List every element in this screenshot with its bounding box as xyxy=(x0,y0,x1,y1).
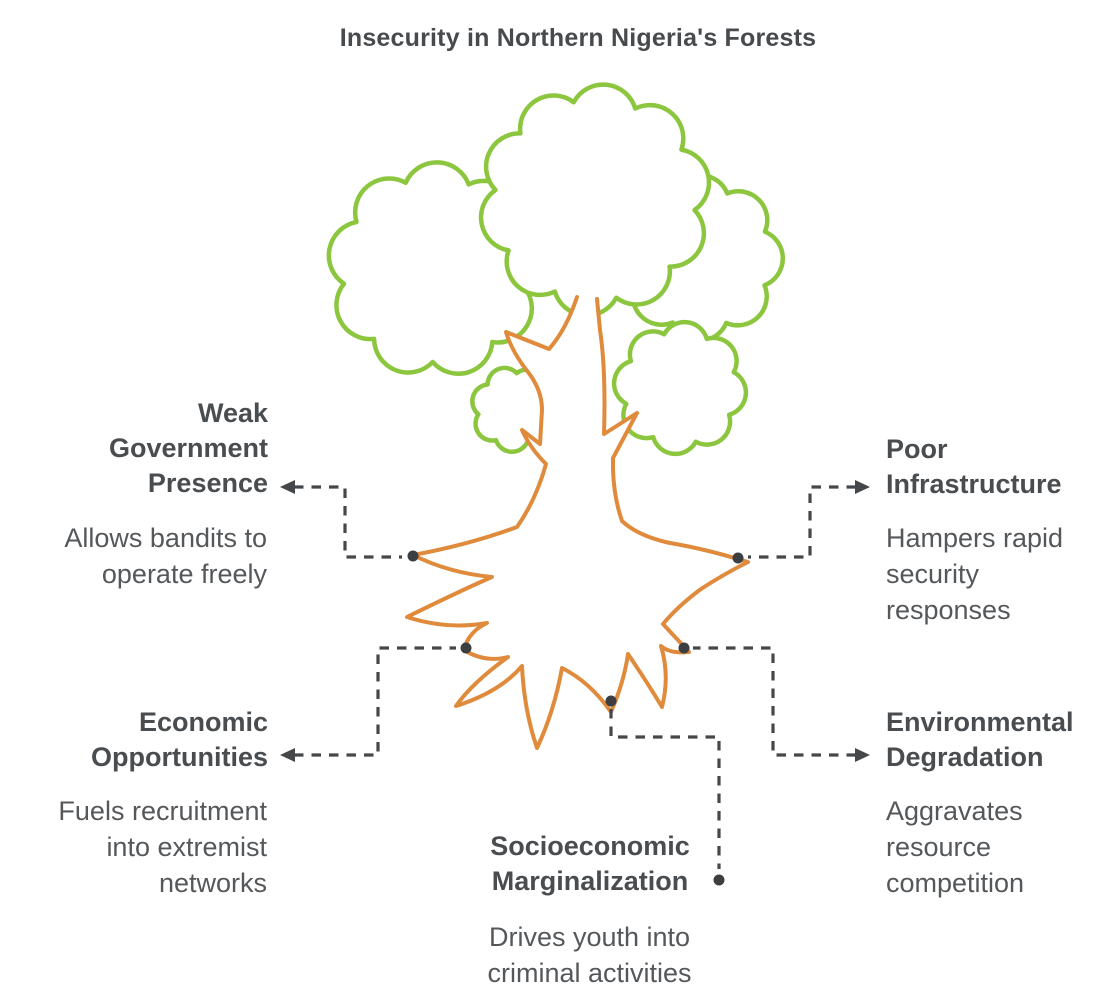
factor-description-weak-government: Allows bandits to operate freely xyxy=(64,523,267,589)
dot-poor-infrastructure xyxy=(732,552,744,564)
connector-dots xyxy=(407,550,744,886)
dot-weak-government xyxy=(407,550,419,562)
factor-description-environmental-degradation: Aggravates resource competition xyxy=(886,796,1025,898)
tree-canopy xyxy=(326,82,786,457)
factor-description-economic-opportunities: Fuels recruitment into extremist network… xyxy=(58,796,267,898)
connector-arrows xyxy=(280,480,870,762)
arrow-weak-government xyxy=(280,480,295,494)
factor-heading-socioeconomic-marginalization: Socioeconomic Marginalization xyxy=(490,831,690,896)
canopy-cloud-top xyxy=(478,82,712,318)
factor-description-poor-infrastructure: Hampers rapid security responses xyxy=(886,523,1064,625)
dot-socioeconomic-label xyxy=(713,874,725,886)
connector-socioeconomic-marginalization xyxy=(609,709,721,869)
connector-economic-opportunities xyxy=(294,646,456,757)
connector-poor-infrastructure xyxy=(748,485,856,559)
dot-environmental-degradation xyxy=(678,642,690,654)
arrow-poor-infrastructure xyxy=(855,480,870,494)
tree-trunk-roots xyxy=(405,295,750,750)
arrow-economic-opportunities xyxy=(280,748,295,762)
factor-heading-environmental-degradation: Environmental Degradation xyxy=(886,707,1074,772)
arrow-environmental-degradation xyxy=(855,748,870,762)
factor-heading-weak-government: Weak Government Presence xyxy=(108,398,268,498)
connector-environmental-degradation xyxy=(693,646,856,757)
factor-description-socioeconomic-marginalization: Drives youth into criminal activities xyxy=(487,922,692,988)
dot-socioeconomic-root xyxy=(605,695,617,707)
connector-weak-government-presence xyxy=(294,485,402,559)
dot-economic-opportunities xyxy=(460,642,472,654)
canopy-cloud-right-lower xyxy=(611,319,749,457)
factor-heading-poor-infrastructure: Poor Infrastructure xyxy=(886,434,1062,499)
factor-heading-economic-opportunities: Economic Opportunities xyxy=(91,707,268,772)
page-title: Insecurity in Northern Nigeria's Forests xyxy=(339,24,817,52)
